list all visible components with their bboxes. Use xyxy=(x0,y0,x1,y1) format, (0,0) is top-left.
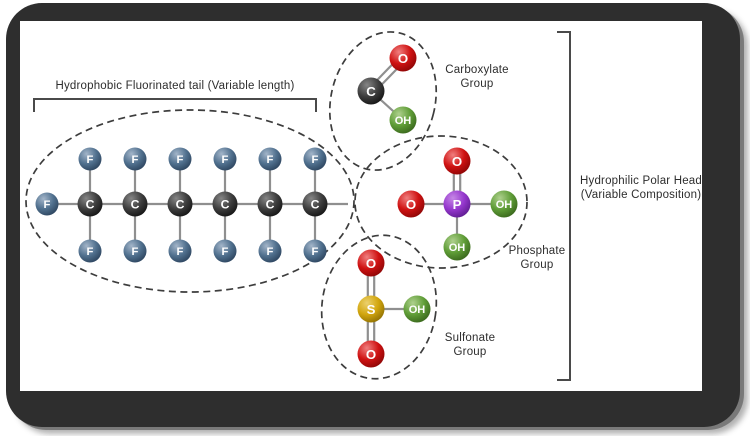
sulfonate-label-line1: Sulfonate xyxy=(444,332,496,344)
phosphate-label-line2: Group xyxy=(520,258,554,271)
phosphate-label-line1: Phosphate xyxy=(508,245,566,257)
carboxylate-label-line1: Carboxylate xyxy=(445,64,509,76)
sulfonate-group-label: Sulfonate Group xyxy=(445,332,495,359)
slide-frame xyxy=(6,3,740,427)
sulfonate-label-line2: Group xyxy=(453,345,487,358)
tail-label: Hydrophobic Fluorinated tail (Variable l… xyxy=(55,80,294,94)
carboxylate-label-line2: Group xyxy=(460,77,494,90)
polar-head-label-line1: Hydrophilic Polar Head xyxy=(579,175,703,187)
polar-head-label: Hydrophilic Polar Head (Variable Composi… xyxy=(580,175,702,202)
carboxylate-group-label: Carboxylate Group xyxy=(445,64,509,91)
polar-head-label-line2: (Variable Composition) xyxy=(580,188,702,201)
phosphate-group-label: Phosphate Group xyxy=(509,245,566,272)
tail-label-text: Hydrophobic Fluorinated tail (Variable l… xyxy=(55,80,295,92)
diagram-canvas xyxy=(20,21,702,391)
